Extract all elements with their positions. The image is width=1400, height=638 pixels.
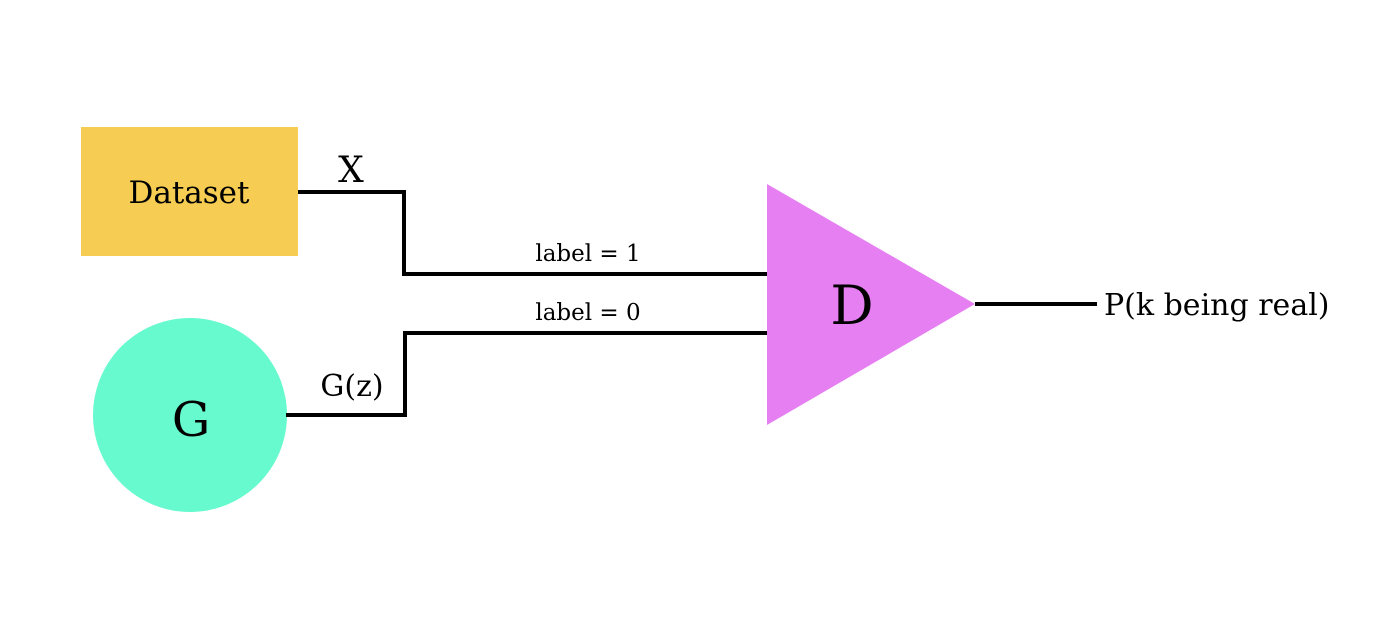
dataset-label: Dataset: [129, 175, 251, 211]
generator-node: G: [93, 318, 287, 512]
discriminator-triangle: [767, 184, 975, 425]
fake-input-wire: [286, 331, 767, 417]
real-input-wire: [298, 190, 767, 276]
discriminator-label: D: [830, 274, 873, 337]
fake-input-label: G(z): [320, 369, 383, 404]
dataset-box: [81, 127, 298, 256]
output-label: P(k being real): [1104, 288, 1330, 323]
discriminator-node: D: [767, 184, 975, 425]
generator-circle: [93, 318, 287, 512]
real-input-label: X: [338, 150, 364, 191]
generator-label: G: [172, 392, 210, 448]
real-label-annotation: label = 1: [535, 241, 640, 267]
fake-label-annotation: label = 0: [535, 300, 640, 326]
dataset-node: Dataset: [81, 127, 298, 256]
